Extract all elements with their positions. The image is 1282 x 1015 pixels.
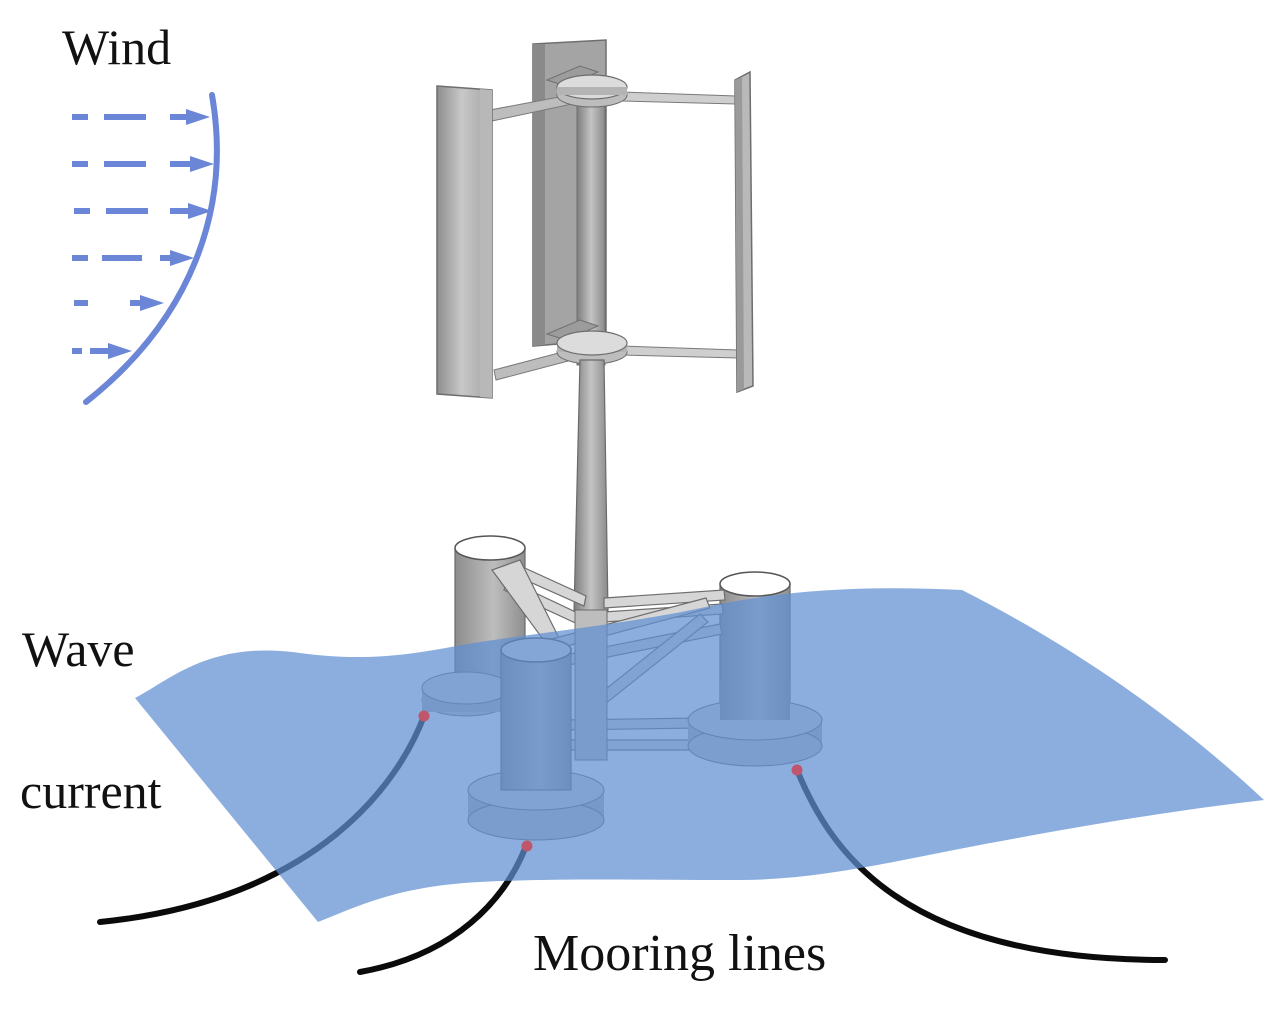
wind-arrow-6 bbox=[72, 343, 132, 359]
lower-hub bbox=[556, 330, 628, 356]
current-label: current bbox=[20, 763, 162, 819]
tower bbox=[573, 359, 609, 613]
rotor-shaft bbox=[576, 94, 606, 366]
wind-arrow-5 bbox=[74, 295, 164, 311]
wind-arrow-3 bbox=[74, 203, 212, 219]
lower-strut-right bbox=[621, 345, 739, 359]
column-back-left-top bbox=[454, 535, 526, 561]
wave-label: Wave bbox=[22, 621, 135, 677]
wind-arrow-2 bbox=[72, 156, 214, 172]
wind-profile-icon bbox=[72, 92, 220, 405]
water-surface bbox=[135, 588, 1264, 922]
fairlead-front bbox=[521, 840, 533, 852]
wind-profile-curve bbox=[83, 92, 220, 405]
upper-strut-right bbox=[621, 91, 737, 105]
fairlead-left bbox=[418, 710, 430, 722]
fairlead-right bbox=[791, 764, 803, 776]
wind-arrow-1 bbox=[72, 109, 210, 125]
column-right-top bbox=[719, 571, 791, 597]
fairleads bbox=[418, 710, 803, 852]
mooring-lines-label: Mooring lines bbox=[533, 925, 827, 982]
wind-label: Wind bbox=[62, 19, 172, 75]
vertical-axis-rotor bbox=[436, 39, 754, 399]
wind-arrow-4 bbox=[72, 250, 194, 266]
